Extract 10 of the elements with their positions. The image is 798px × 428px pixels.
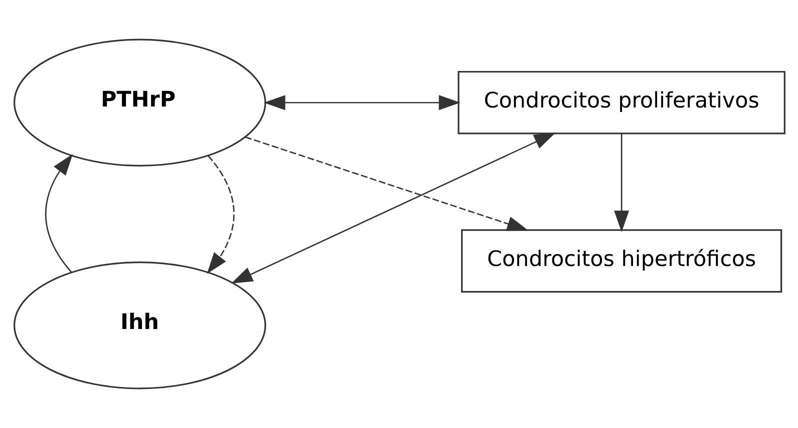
node-box: Condrocitos proliferativos [457, 70, 785, 134]
arrow [614, 134, 629, 232]
arrow [206, 155, 234, 274]
arrow [263, 95, 460, 110]
node-box: Condrocitos hipertróficos [460, 229, 782, 293]
arrow [244, 136, 528, 232]
node-ellipse: PTHrP [13, 38, 266, 166]
node-ellipse: Ihh [13, 262, 266, 390]
arrow [230, 132, 556, 284]
arrow [44, 154, 72, 273]
